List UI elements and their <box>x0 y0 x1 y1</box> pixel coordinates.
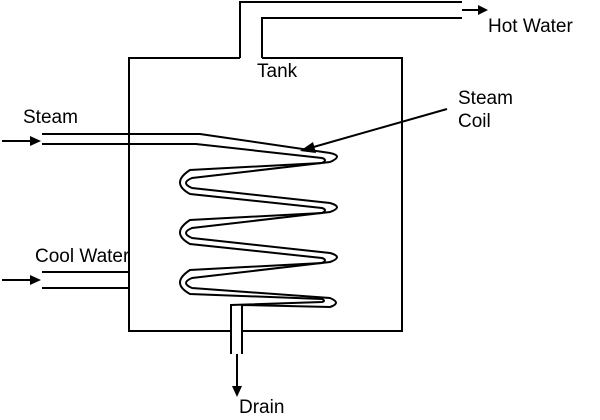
tank-outline <box>128 57 240 288</box>
tank-outline-bottom-right <box>242 57 403 332</box>
drain-arrowhead <box>232 386 242 397</box>
steam-coil-inner <box>42 143 326 354</box>
hot-water-pipe-inner <box>261 17 462 58</box>
hot-water-label: Hot Water <box>488 16 573 37</box>
steam-coil-label-line1: Steam <box>458 88 513 109</box>
tank-label: Tank <box>257 61 298 82</box>
tank-outline-bottom <box>128 288 231 332</box>
steam-coil-label-line2: Coil <box>458 111 491 132</box>
steam-coil-outer <box>42 133 338 354</box>
cool-water-label: Cool Water <box>35 246 130 267</box>
hot-water-pipe-outer <box>239 1 462 58</box>
steam-arrowhead <box>30 136 41 146</box>
cool-water-arrowhead <box>30 275 41 285</box>
steam-coil-pointer-head <box>300 142 316 153</box>
steam-coil-label: Steam Coil <box>458 89 513 132</box>
steam-coil-pointer-line <box>309 108 448 149</box>
drain-label: Drain <box>239 397 285 418</box>
hot-water-arrowhead <box>478 5 488 15</box>
steam-label: Steam <box>23 107 78 128</box>
